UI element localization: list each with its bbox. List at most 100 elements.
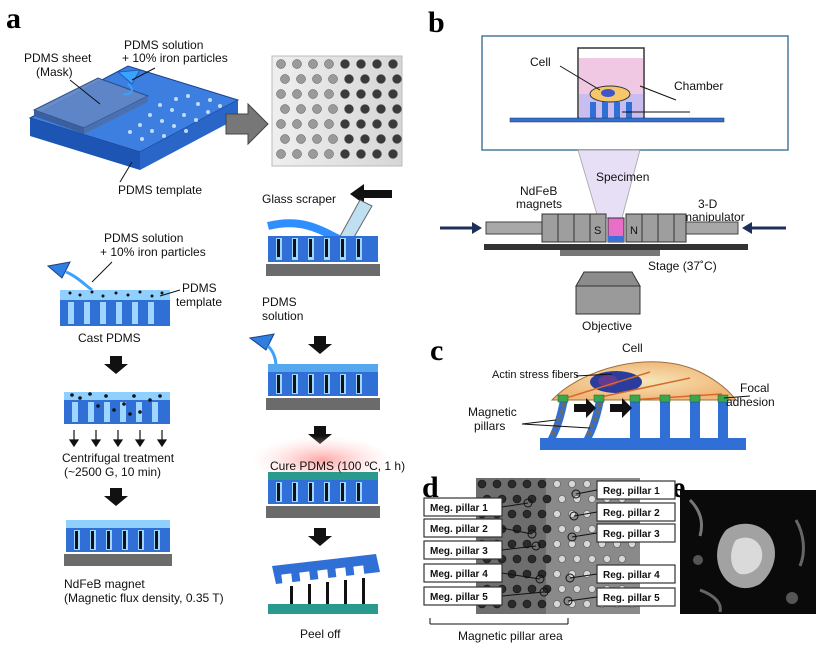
pillar-dot (340, 59, 350, 69)
pillar-dot (558, 555, 566, 563)
panel-label-b: b (428, 6, 445, 39)
pillar-dot (522, 569, 532, 579)
scraper-step (266, 184, 392, 276)
meg-pillar-label: Meg. pillar 3 (430, 546, 488, 557)
label-cast-pdms: Cast PDMS (78, 331, 141, 345)
cell-micrograph (680, 490, 816, 614)
down-arrow-icon (104, 488, 128, 506)
pillar-marker (531, 541, 541, 551)
label-pdms-solution-right-2: solution (262, 309, 303, 323)
pillar-dot (328, 104, 338, 114)
pillar-dot (553, 600, 561, 608)
reg-pillar-label: Reg. pillar 4 (603, 570, 660, 581)
pillar-dot (558, 585, 566, 593)
cure-step (252, 436, 392, 518)
pillar-dot (328, 134, 338, 144)
pillar-dot (296, 104, 306, 114)
peel-off-step (268, 554, 380, 614)
pillar-dot (280, 74, 290, 84)
label-cell-c: Cell (622, 341, 643, 355)
pillar-dot (522, 599, 532, 609)
pillar-dot (376, 134, 386, 144)
pillar-dot (512, 584, 522, 594)
pillar-dot (507, 509, 517, 519)
centrifugal-step (64, 392, 170, 448)
mask-block (28, 65, 240, 183)
label-stage: Stage (37˚C) (648, 259, 717, 273)
pillar-dot (372, 119, 382, 129)
label-magnetic-flux: (Magnetic flux density, 0.35 T) (64, 591, 224, 605)
label-pdms-solution-right-1: PDMS (262, 295, 297, 309)
pillar-marker (539, 587, 549, 597)
label-ndfeb-magnet: NdFeB magnet (64, 577, 145, 591)
pillar-dot (296, 134, 306, 144)
pillar-dot (308, 89, 318, 99)
label-focal-1: Focal (740, 381, 769, 395)
pillar-dot (537, 569, 547, 579)
pillar-dot (522, 479, 532, 489)
down-arrow-icon (308, 426, 332, 444)
pillar-dot (276, 119, 286, 129)
pillar-dot (492, 479, 502, 489)
label-peel-off: Peel off (300, 627, 341, 641)
pillar-dot (553, 570, 561, 578)
pillar-dot (583, 570, 591, 578)
pillar-dot (388, 149, 398, 159)
label-glass-scraper: Glass scraper (262, 192, 336, 206)
pillar-dot (324, 89, 334, 99)
pillar-dot (356, 119, 366, 129)
label-pdms-solution-mid: PDMS solution (104, 231, 183, 245)
pillar-dot (507, 599, 517, 609)
pillar-dot (573, 525, 581, 533)
pillar-dot (542, 554, 552, 564)
pillar-marker (571, 489, 581, 499)
pillar-dot (512, 554, 522, 564)
pillar-marker (565, 573, 575, 583)
label-focal-2: adhesion (726, 395, 775, 409)
pillar-dot (507, 539, 517, 549)
pillar-dot (356, 149, 366, 159)
pointer-line (501, 572, 541, 580)
pillar-marker (569, 511, 579, 521)
pillar-dot (328, 74, 338, 84)
cell-pillar-diagram (521, 361, 751, 450)
pointer-line (567, 596, 598, 602)
pillar-dot (324, 149, 334, 159)
pillar-dot (308, 59, 318, 69)
reg-pillar-label: Reg. pillar 1 (603, 486, 660, 497)
pillar-dot (296, 74, 306, 84)
panel-label-d: d (422, 471, 439, 504)
process-arrow-icon (225, 102, 269, 146)
label-pdms-template-mid-1: PDMS (182, 281, 217, 295)
meg-pillar-label: Meg. pillar 4 (430, 569, 488, 580)
reg-pillar-label: Reg. pillar 3 (603, 529, 660, 540)
label-pdms-sheet: PDMS sheet (24, 51, 92, 65)
ndfeb-magnet-step (64, 520, 172, 566)
pillar-dot (537, 509, 547, 519)
down-arrow-icon (308, 528, 332, 546)
pillar-marker (567, 532, 577, 542)
pillar-dot (603, 555, 611, 563)
label-objective: Objective (582, 319, 632, 333)
pdms-pour-step (248, 333, 380, 410)
pillar-marker (563, 596, 573, 606)
meg-pillar-label: Meg. pillar 1 (430, 503, 488, 514)
pillar-dot (340, 149, 350, 159)
pillar-dot (340, 89, 350, 99)
label-centrifugal-params: (~2500 G, 10 min) (64, 465, 161, 479)
pillar-dot (522, 509, 532, 519)
down-arrow-icon (104, 356, 128, 374)
pillar-dot (542, 494, 552, 504)
pillar-dot (583, 540, 591, 548)
label-s-pole: S (594, 225, 601, 237)
pillar-dot (292, 119, 302, 129)
magnet-stage-assembly (440, 213, 786, 315)
pillar-dot (376, 104, 386, 114)
label-cell-b: Cell (530, 55, 551, 69)
pillar-dot (388, 89, 398, 99)
pillar-dot (276, 149, 286, 159)
pillar-dot (360, 104, 370, 114)
pointer-line (501, 545, 537, 551)
pillar-dot (527, 524, 537, 534)
